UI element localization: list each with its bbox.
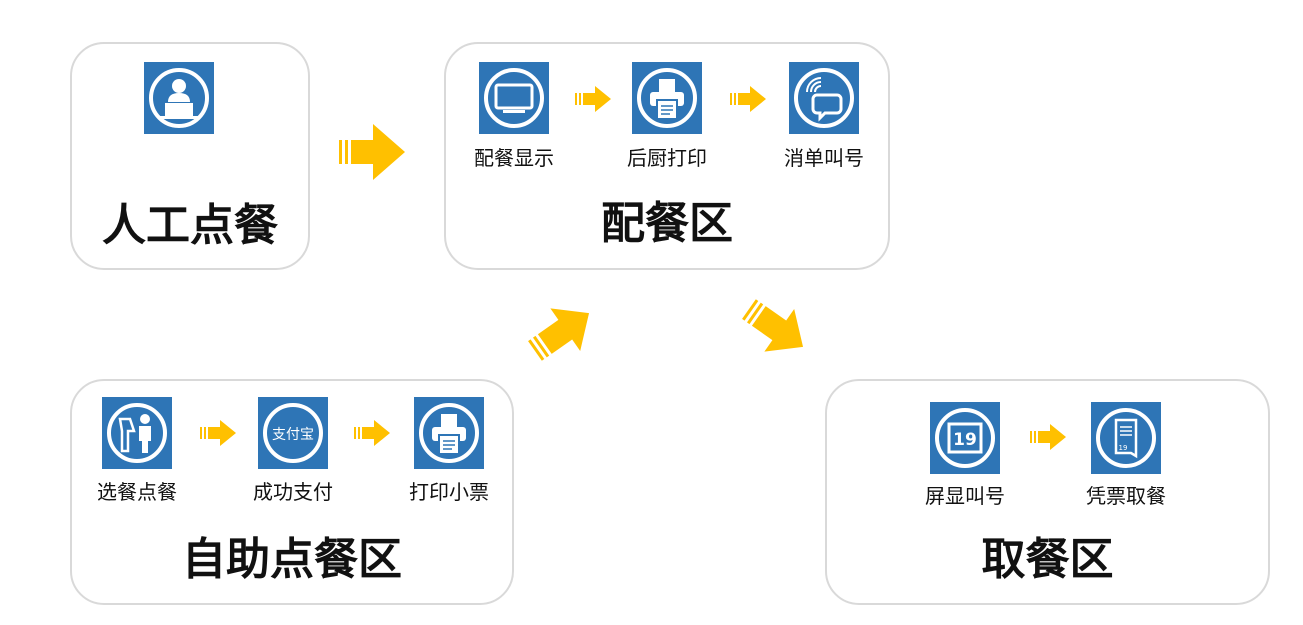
pickup-area-panel xyxy=(825,379,1270,605)
pickup-step-1-tile: 19 xyxy=(930,402,1000,474)
prep-step-2-label: 后厨打印 xyxy=(627,146,707,170)
arrow-right-icon xyxy=(575,86,611,112)
number-display-icon-text: 19 xyxy=(953,430,977,450)
arrow-right-icon xyxy=(354,420,390,446)
speech-call-icon xyxy=(794,68,854,128)
arrow-right-large-icon xyxy=(339,124,405,180)
number-display-icon: 19 xyxy=(935,408,995,468)
prep-step-2-tile xyxy=(632,62,702,134)
manual-order-title: 人工点餐 xyxy=(102,200,278,251)
manual-order-tile xyxy=(144,62,214,134)
pickup-area-title: 取餐区 xyxy=(981,534,1114,585)
arrow-down-right-icon xyxy=(742,299,804,352)
prep-area-title: 配餐区 xyxy=(601,198,733,249)
cashier-person-icon xyxy=(149,68,209,128)
monitor-icon xyxy=(484,68,544,128)
pickup-step-2-label: 凭票取餐 xyxy=(1086,484,1166,508)
prep-step-1-label: 配餐显示 xyxy=(474,146,554,170)
pickup-step-2-tile: 19 xyxy=(1091,402,1161,474)
self-step-1-label: 选餐点餐 xyxy=(97,480,177,504)
self-step-2-label: 成功支付 xyxy=(253,480,333,504)
arrow-right-icon xyxy=(730,86,766,112)
alipay-icon-text: 支付宝 xyxy=(272,427,314,443)
arrow-right-icon xyxy=(1030,424,1066,450)
arrow-right-icon xyxy=(200,420,236,446)
self-step-3-tile xyxy=(414,397,484,469)
alipay-icon: 支付宝 xyxy=(263,403,323,463)
prep-step-3-label: 消单叫号 xyxy=(784,146,864,170)
ticket-icon: 19 xyxy=(1096,408,1156,468)
printer-icon xyxy=(419,403,479,463)
pickup-step-1-label: 屏显叫号 xyxy=(925,484,1005,508)
prep-step-1-tile xyxy=(479,62,549,134)
ticket-icon-text: 19 xyxy=(1119,444,1128,452)
self-step-1-tile xyxy=(102,397,172,469)
self-step-3-label: 打印小票 xyxy=(409,480,489,504)
self-order-title: 自助点餐区 xyxy=(182,534,402,585)
self-step-2-tile: 支付宝 xyxy=(258,397,328,469)
prep-step-3-tile xyxy=(789,62,859,134)
printer-icon xyxy=(637,68,697,128)
kiosk-person-icon xyxy=(107,403,167,463)
arrow-up-right-icon xyxy=(528,308,590,361)
